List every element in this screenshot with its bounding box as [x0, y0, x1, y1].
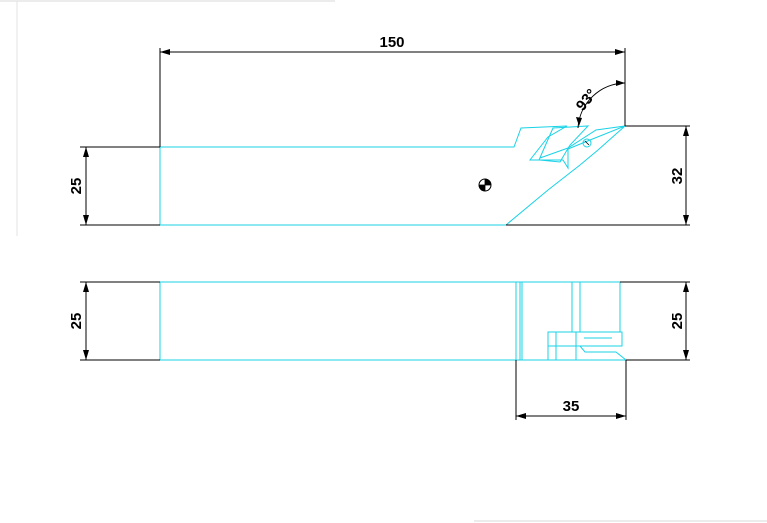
arrow-35-right [616, 413, 626, 419]
arrow-25c-bottom [683, 350, 689, 360]
arrow-35-left [516, 413, 526, 419]
arrow-25b-bottom [83, 350, 89, 360]
dim-35-label: 35 [563, 398, 580, 415]
arrow-angle-top [616, 80, 625, 86]
arrow-32-top [683, 126, 689, 136]
top-shank-outline [159, 281, 521, 361]
arrow-25c-top [683, 282, 689, 292]
insert-edge [539, 125, 626, 159]
insert-screw-mark [584, 140, 590, 146]
dim-angle-label: 93° [573, 86, 601, 114]
dim-25-top-right-label: 25 [669, 313, 686, 330]
arrow-150-right [615, 49, 625, 55]
arrow-150-left [160, 49, 170, 55]
insert-top-outline [547, 331, 623, 347]
arrow-25b-top [83, 282, 89, 292]
front-view: 150 93° 25 32 [68, 34, 690, 226]
arrow-25-front-bottom [83, 215, 89, 225]
arrow-angle-bottom [576, 117, 582, 126]
insert-tip [579, 345, 627, 361]
insert-screw [582, 138, 592, 148]
arrow-32-bottom [683, 215, 689, 225]
dim-32-label: 32 [669, 168, 686, 185]
arrow-25-front-top [83, 147, 89, 157]
center-mark-icon [478, 178, 492, 192]
dim-25-front-label: 25 [68, 178, 85, 195]
insert-outline [538, 125, 590, 163]
top-view: 25 25 35 [68, 281, 690, 420]
shank-outline [159, 125, 626, 226]
dim-25-top-left-label: 25 [68, 313, 85, 330]
dim-150-label: 150 [379, 34, 404, 51]
